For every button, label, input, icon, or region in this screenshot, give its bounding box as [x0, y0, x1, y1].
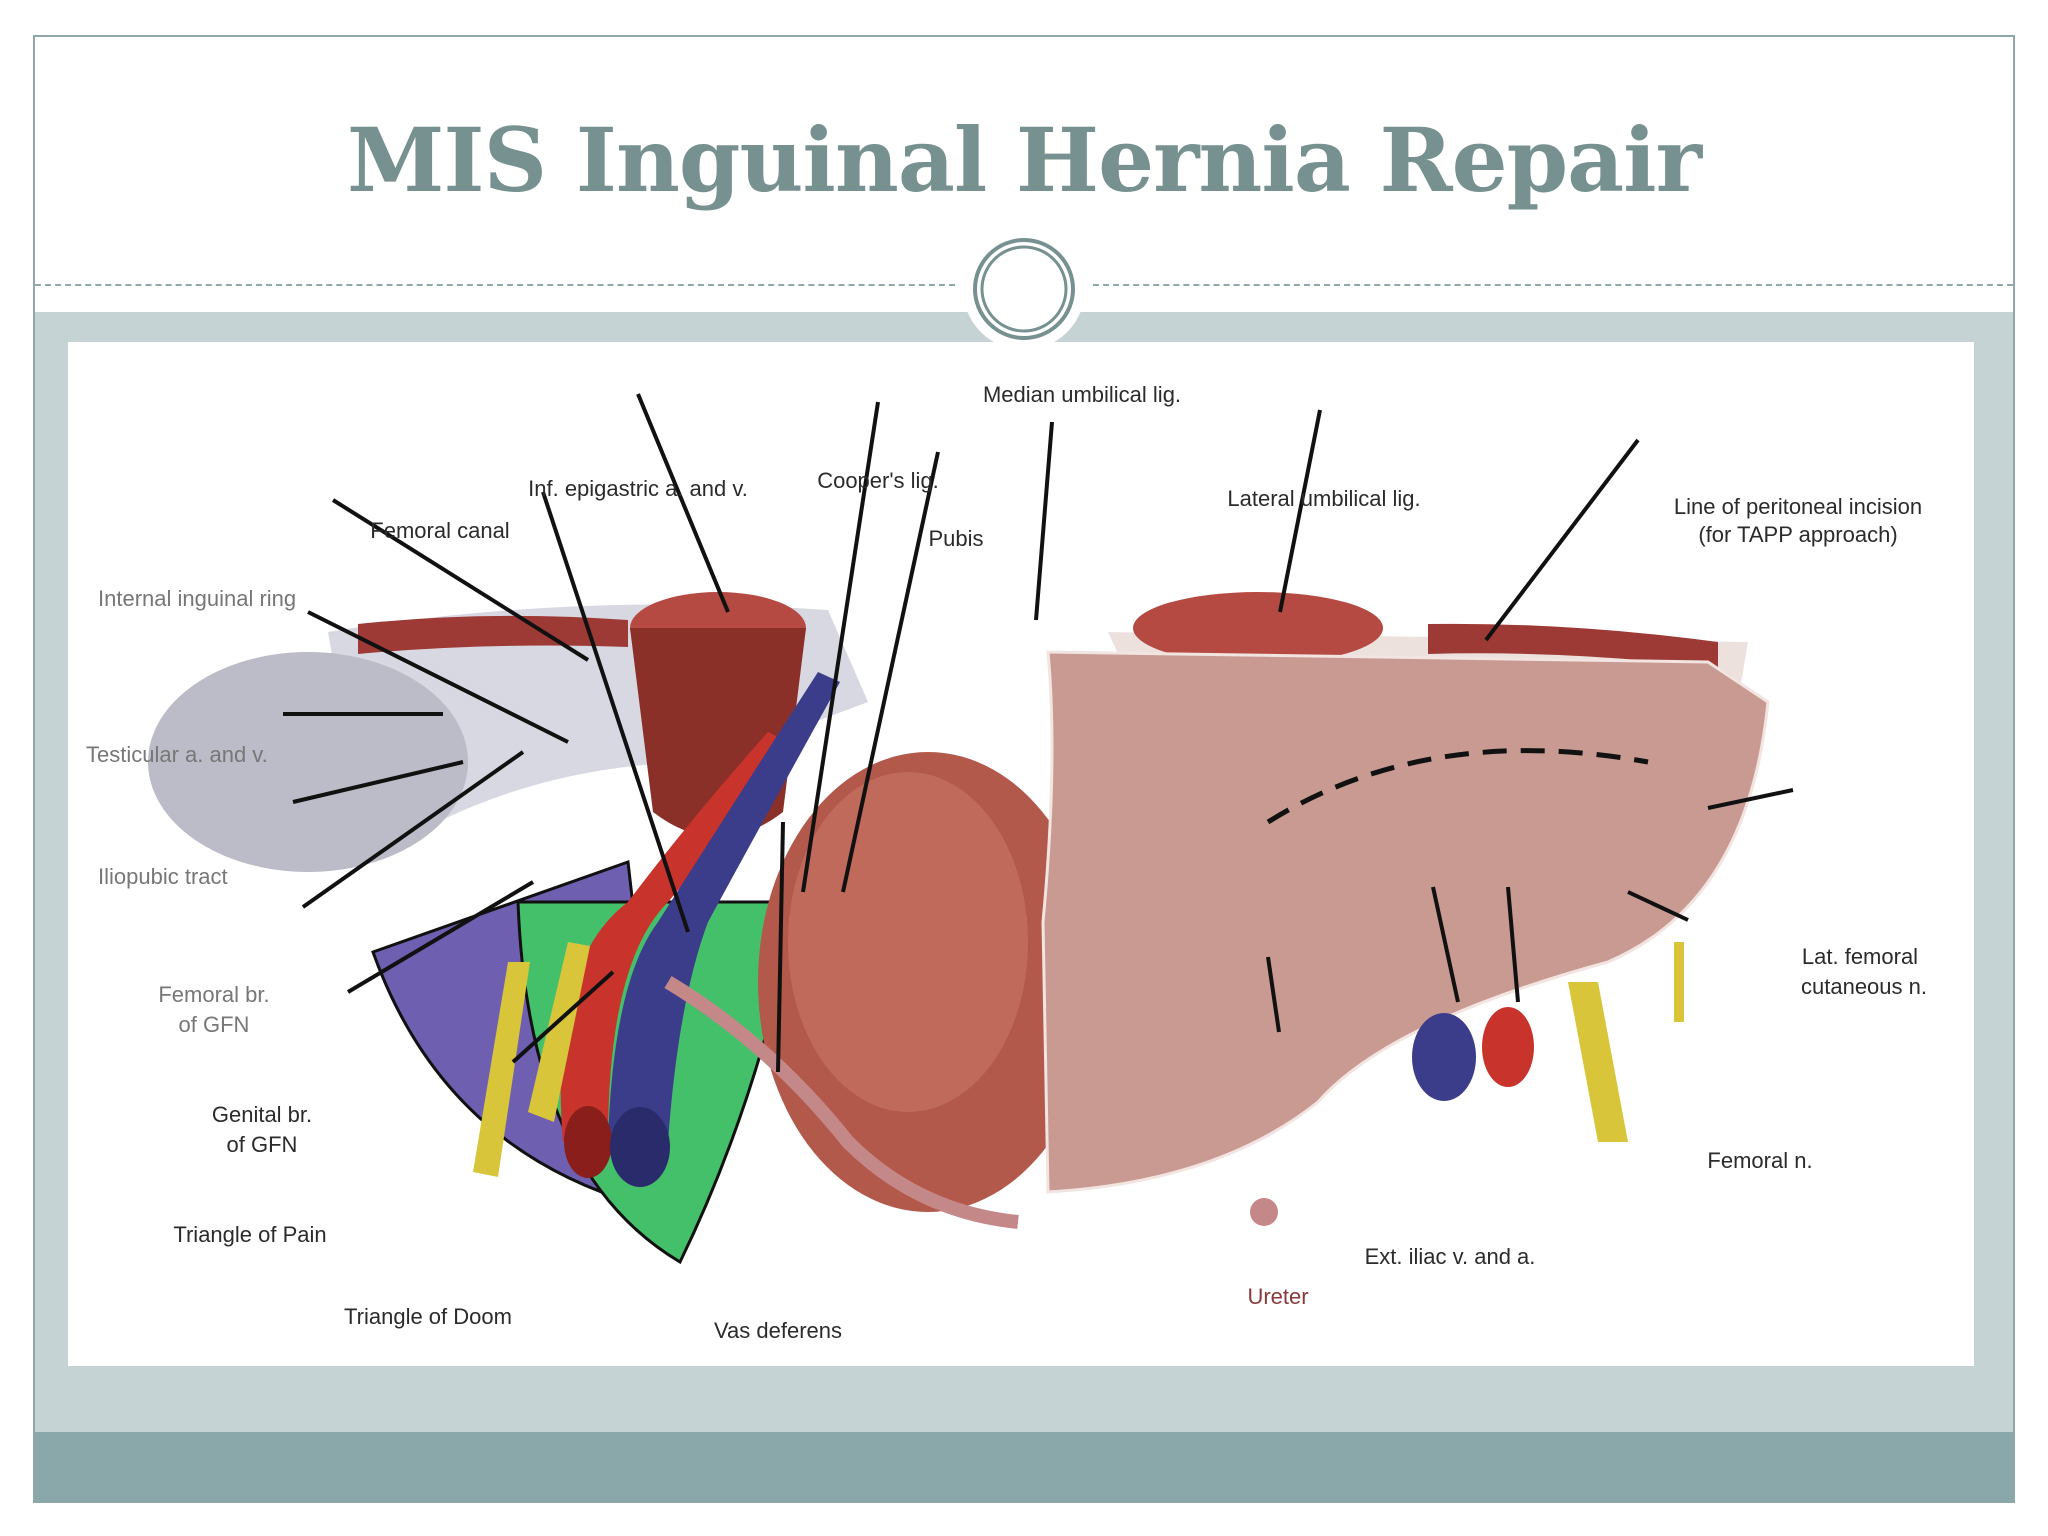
lat-femoral-cutaneous-nerve: [1674, 942, 1684, 1022]
label-peritoneal-incision-1: Line of peritoneal incision: [1674, 494, 1922, 519]
label-lateral-umbilical-lig: Lateral umbilical lig.: [1227, 486, 1420, 511]
label-femoral-n: Femoral n.: [1707, 1148, 1812, 1173]
muscle-strip-right: [1428, 623, 1718, 668]
femoral-branch-gfn: [473, 962, 530, 1177]
ureter-shape: [1250, 1198, 1278, 1226]
label-pubis: Pubis: [928, 526, 983, 551]
vas-deferens-shape: [664, 975, 1019, 1229]
pointer-lat-femoral: [1707, 788, 1794, 810]
pointer-femoral-n: [1627, 890, 1689, 922]
label-median-umbilical-lig: Median umbilical lig.: [983, 382, 1181, 407]
label-lat-femoral-1: Lat. femoral: [1802, 944, 1918, 969]
title-divider-left: [35, 284, 955, 286]
pointer-vas-deferens: [776, 821, 785, 1073]
label-internal-inguinal-ring: Internal inguinal ring: [98, 586, 296, 611]
rectus-muscle-right-top: [1133, 592, 1383, 664]
label-triangle-of-doom: Triangle of Doom: [344, 1304, 512, 1329]
label-triangle-of-pain: Triangle of Pain: [173, 1222, 326, 1247]
pointer-femoral-br: [292, 760, 464, 804]
femoral-nerve: [1568, 982, 1628, 1142]
label-coopers-lig: Cooper's lig.: [817, 468, 939, 493]
pointer-median-umbilical: [1034, 421, 1054, 621]
footer-band: [35, 1432, 2013, 1502]
label-genital-br-1: Genital br.: [212, 1102, 312, 1127]
pointer-internal-ring: [331, 498, 590, 662]
pointer-ext-iliac-v: [1431, 886, 1460, 1003]
peritoneum-flap: [1041, 650, 1770, 1194]
slide-title: MIS Inguinal Hernia Repair: [347, 108, 1702, 212]
pointer-lateral-umbilical: [1278, 409, 1322, 613]
label-femoral-br-1: Femoral br.: [158, 982, 269, 1007]
ext-iliac-artery: [1482, 1007, 1534, 1087]
label-iliopubic-tract: Iliopubic tract: [98, 864, 228, 889]
pointer-triangle-doom: [511, 970, 615, 1064]
genital-branch-gfn: [528, 942, 590, 1122]
pointer-femoral-canal: [541, 491, 690, 933]
title-divider-right: [1093, 284, 2013, 286]
anatomy-illustration: Median umbilical lig. Inf. epigastric a.…: [86, 382, 1927, 1343]
pointer-peritoneal-incision: [1484, 438, 1640, 642]
label-femoral-canal: Femoral canal: [370, 518, 509, 543]
label-inf-epigastric: Inf. epigastric a. and v.: [528, 476, 748, 501]
pointer-ext-iliac-a: [1506, 886, 1520, 1003]
label-genital-br-2: of GFN: [227, 1132, 298, 1157]
anatomy-diagram-panel: Median umbilical lig. Inf. epigastric a.…: [68, 342, 1974, 1366]
label-lat-femoral-2: cutaneous n.: [1801, 974, 1927, 999]
pointer-inf-epigastric: [636, 393, 730, 613]
label-testicular: Testicular a. and v.: [86, 742, 268, 767]
pointer-genital-br: [301, 750, 525, 909]
peritoneal-incision-line: [1266, 748, 1649, 825]
circle-ornament: [963, 228, 1085, 350]
label-femoral-br-2: of GFN: [179, 1012, 250, 1037]
ext-iliac-vein: [1412, 1013, 1476, 1101]
label-ureter: Ureter: [1247, 1284, 1308, 1309]
pointer-testicular: [307, 610, 569, 744]
pointer-ureter: [1266, 956, 1281, 1033]
label-vas-deferens: Vas deferens: [714, 1318, 842, 1343]
label-ext-iliac: Ext. iliac v. and a.: [1365, 1244, 1536, 1269]
label-peritoneal-incision-2: (for TAPP approach): [1698, 522, 1897, 547]
pointer-pubis: [841, 451, 940, 893]
inf-epigastric-vein: [608, 672, 840, 1142]
pointer-triangle-pain: [346, 880, 535, 994]
pointer-coopers: [801, 401, 880, 893]
